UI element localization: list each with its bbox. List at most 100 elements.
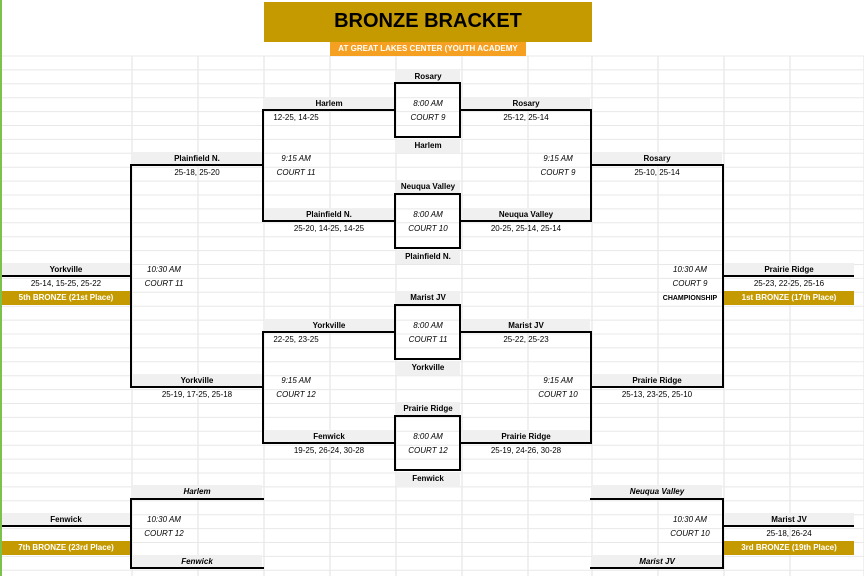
match-top-team-a[interactable]: Rosary (396, 70, 460, 84)
mid-right-top-score: 25-10, 25-14 (634, 168, 680, 177)
bracket-line (590, 164, 724, 166)
final-left-score: 25-14, 15-25, 25-22 (30, 279, 102, 288)
match-bot2-court: COURT 12 (408, 446, 448, 455)
mid-right-bot-time: 9:15 AM (543, 376, 573, 385)
bracket-line (394, 469, 461, 471)
match-bot-court: COURT 11 (408, 335, 448, 344)
bracket-line (130, 164, 264, 166)
consol-left-bottom-team[interactable]: Fenwick (132, 555, 262, 569)
match-top2-left-team[interactable]: Plainfield N. (264, 208, 394, 222)
match-top2-right-team[interactable]: Neuqua Valley (462, 208, 590, 222)
final-right-court: COURT 9 (672, 279, 708, 288)
consol-left-place-badge: 7th BRONZE (23rd Place) (2, 541, 130, 555)
consol-left-winner[interactable]: Fenwick (2, 513, 130, 527)
consol-left-court: COURT 12 (144, 529, 184, 538)
final-left-court: COURT 11 (144, 279, 184, 288)
final-right-score: 25-23, 22-25, 25-16 (753, 279, 825, 288)
bracket-line (722, 275, 854, 277)
bracket-line (130, 567, 264, 569)
match-top-time: 8:00 AM (413, 99, 443, 108)
final-left-team[interactable]: Yorkville (2, 263, 130, 277)
bracket-line (262, 109, 394, 111)
mid-right-top-time: 9:15 AM (543, 154, 573, 163)
bracket-line (394, 304, 460, 306)
bracket-line (722, 498, 724, 568)
bracket-line (2, 275, 132, 277)
page-title: BRONZE BRACKET (264, 2, 592, 42)
match-bot-left-score: 22-25, 23-25 (273, 335, 319, 344)
bracket-line (722, 525, 854, 527)
match-bot2-left-score: 19-25, 26-24, 30-28 (293, 446, 365, 455)
bracket-line (394, 415, 396, 470)
bracket-line (394, 193, 396, 248)
bracket-line (262, 331, 394, 333)
bracket-line (394, 82, 396, 137)
mid-right-bot-score: 25-13, 23-25, 25-10 (621, 390, 693, 399)
match-top-right-score: 25-12, 25-14 (503, 113, 549, 122)
consol-right-time: 10:30 AM (673, 515, 707, 524)
mid-left-top-court: COURT 11 (276, 168, 316, 177)
match-top-right-team[interactable]: Rosary (462, 97, 590, 111)
bracket-line (130, 386, 264, 388)
consol-right-place-badge: 3rd BRONZE (19th Place) (724, 541, 854, 555)
window-edge (0, 0, 2, 576)
bracket-line (460, 109, 592, 111)
match-bot-winner[interactable]: Yorkville (396, 361, 460, 375)
bracket-line (130, 498, 132, 568)
final-left-time: 10:30 AM (147, 265, 181, 274)
consol-right-top-team[interactable]: Neuqua Valley (592, 485, 722, 499)
match-bot-time: 8:00 AM (413, 321, 443, 330)
bracket-line (262, 220, 394, 222)
consol-right-winner[interactable]: Marist JV (724, 513, 854, 527)
bracket-line (394, 193, 460, 195)
match-top-left-score: 12-25, 14-25 (273, 113, 319, 122)
match-bot-left-team[interactable]: Yorkville (264, 319, 394, 333)
match-top2-winner[interactable]: Plainfield N. (396, 250, 460, 264)
bracket-line (394, 358, 461, 360)
bracket-line (460, 442, 592, 444)
mid-right-top-team[interactable]: Rosary (592, 152, 722, 166)
bracket-line (590, 498, 724, 500)
final-right-place-badge: 1st BRONZE (17th Place) (724, 291, 854, 305)
bracket-line (460, 331, 592, 333)
match-bot2-time: 8:00 AM (413, 432, 443, 441)
match-bot2-winner[interactable]: Fenwick (396, 472, 460, 486)
bracket-line (394, 136, 461, 138)
match-top-winner[interactable]: Harlem (396, 139, 460, 153)
match-top2-right-score: 20-25, 25-14, 25-14 (490, 224, 562, 233)
consol-left-top-team[interactable]: Harlem (132, 485, 262, 499)
consol-left-time: 10:30 AM (147, 515, 181, 524)
match-top-left-team[interactable]: Harlem (264, 97, 394, 111)
match-bot2-team-a[interactable]: Prairie Ridge (396, 402, 460, 416)
mid-left-top-team[interactable]: Plainfield N. (132, 152, 262, 166)
final-right-team[interactable]: Prairie Ridge (724, 263, 854, 277)
final-left-place-badge: 5th BRONZE (21st Place) (2, 291, 130, 305)
championship-label: CHAMPIONSHIP (662, 295, 718, 302)
match-top2-left-score: 25-20, 14-25, 14-25 (293, 224, 365, 233)
mid-left-bot-team[interactable]: Yorkville (132, 374, 262, 388)
match-bot-team-a[interactable]: Marist JV (396, 291, 460, 305)
consol-right-court: COURT 10 (670, 529, 710, 538)
match-top-court: COURT 9 (410, 113, 446, 122)
mid-left-top-time: 9:15 AM (281, 154, 311, 163)
bracket-line (394, 82, 460, 84)
bracket-line (394, 247, 461, 249)
bracket-line (394, 415, 460, 417)
bracket-line (262, 442, 394, 444)
match-top2-team-a[interactable]: Neuqua Valley (396, 180, 460, 194)
page-subtitle: AT GREAT LAKES CENTER (YOUTH ACADEMY (330, 42, 526, 56)
match-bot-right-team[interactable]: Marist JV (462, 319, 590, 333)
mid-right-bot-team[interactable]: Prairie Ridge (592, 374, 722, 388)
bracket-line (590, 567, 724, 569)
bracket-line (394, 304, 396, 359)
match-bot2-right-team[interactable]: Prairie Ridge (462, 430, 590, 444)
mid-left-bot-court: COURT 12 (276, 390, 316, 399)
final-right-time: 10:30 AM (673, 265, 707, 274)
bracket-line (2, 525, 132, 527)
bracket-line (130, 498, 264, 500)
match-bot-right-score: 25-22, 25-23 (503, 335, 549, 344)
consol-right-score: 25-18, 26-24 (766, 529, 812, 538)
match-bot2-left-team[interactable]: Fenwick (264, 430, 394, 444)
match-top2-time: 8:00 AM (413, 210, 443, 219)
consol-right-bottom-team[interactable]: Marist JV (592, 555, 722, 569)
